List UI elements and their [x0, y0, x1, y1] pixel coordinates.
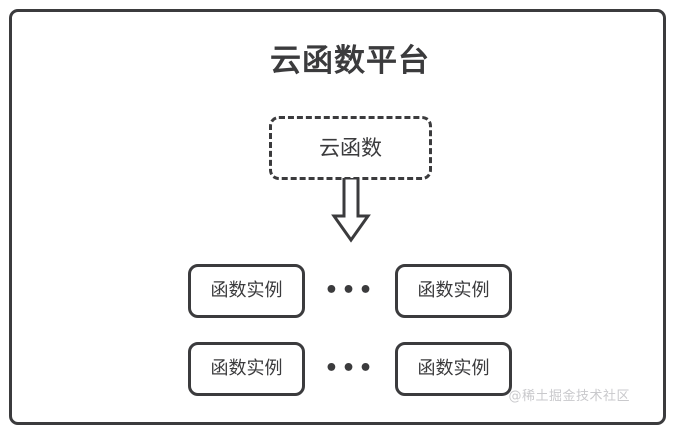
ellipsis-dots: •••	[324, 356, 376, 381]
cloud-function-platform-frame: 云函数平台 云函数 函数实例 ••• 函数实例 函数实例 •••	[9, 9, 666, 425]
watermark: @稀土掘金技术社区	[508, 389, 630, 404]
instance-row: 函数实例 ••• 函数实例	[12, 342, 676, 396]
function-instance-label: 函数实例	[210, 280, 283, 301]
function-instance-label: 函数实例	[417, 280, 490, 301]
cloud-function-node-label: 云函数	[319, 135, 382, 160]
function-instance-label: 函数实例	[210, 358, 283, 379]
function-instance-box: 函数实例	[188, 264, 305, 318]
function-instance-box: 函数实例	[395, 342, 512, 396]
function-instance-box: 函数实例	[188, 342, 305, 396]
down-arrow-icon	[330, 176, 372, 244]
ellipsis-dots: •••	[324, 278, 376, 303]
cloud-function-node: 云函数	[269, 116, 432, 180]
page-title: 云函数平台	[270, 43, 430, 79]
function-instance-box: 函数实例	[395, 264, 512, 318]
instance-row: 函数实例 ••• 函数实例	[12, 264, 676, 318]
function-instance-label: 函数实例	[417, 358, 490, 379]
